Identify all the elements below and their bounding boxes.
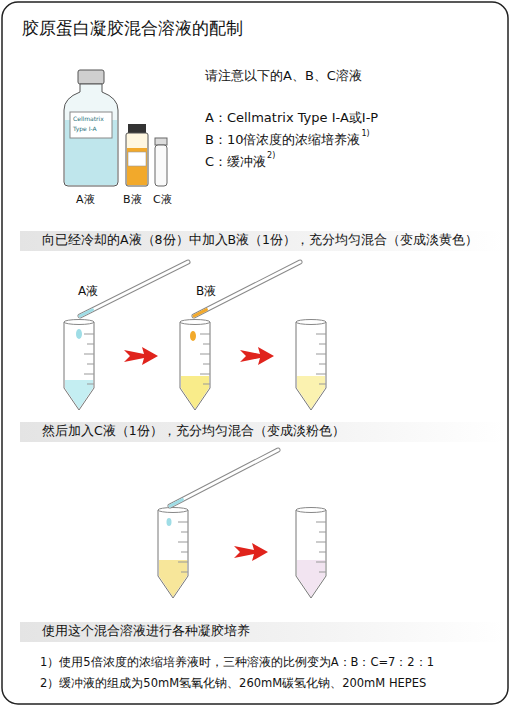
- tube-liquid: [159, 560, 187, 597]
- graduation: [181, 532, 188, 533]
- bottle-b: [126, 124, 148, 186]
- label: B：10倍浓度的浓缩培养液: [205, 132, 360, 148]
- graduation: [87, 364, 94, 365]
- pipette: [170, 450, 278, 506]
- drop: [76, 329, 82, 339]
- graduation: [319, 344, 326, 345]
- graduation: [181, 572, 188, 573]
- step-text: 然后加入C液（1份），充分均匀混合（变成淡粉色）: [42, 423, 497, 438]
- tube-outline: [64, 322, 94, 410]
- test-tube: [64, 320, 94, 411]
- test-tube: [296, 508, 326, 599]
- pipette-edge: [194, 262, 300, 316]
- graduation: [84, 334, 94, 335]
- bottle-label: Type Ⅰ-A: [73, 125, 97, 132]
- tube-body: [158, 510, 188, 598]
- graduation: [316, 542, 326, 543]
- tube-body: [64, 322, 94, 410]
- tube-rim: [296, 508, 326, 513]
- label: A液: [78, 284, 98, 298]
- graduation: [200, 374, 210, 375]
- test-tube: [158, 508, 188, 599]
- graduation: [200, 334, 210, 335]
- tube-rim: [64, 320, 94, 325]
- tube-body: [296, 322, 326, 410]
- pipette-liquid: [170, 500, 182, 506]
- graduation: [316, 334, 326, 335]
- tube-body: [180, 322, 210, 410]
- graduation: [203, 364, 210, 365]
- graduation: [203, 384, 210, 385]
- graduation: [181, 552, 188, 553]
- graduation: [178, 542, 188, 543]
- tube-liquid: [181, 376, 209, 409]
- pipette-liquid: [80, 310, 93, 316]
- graduation: [84, 374, 94, 375]
- label: A液: [76, 193, 95, 206]
- step-band: 然后加入C液（1份），充分均匀混合（变成淡粉色）: [20, 422, 505, 442]
- step-band: 向已经冷却的A液（8份）中加入B液（1份），充分均匀混合（变成淡黄色）: [20, 231, 505, 251]
- label: B液: [196, 284, 216, 298]
- test-tube: [296, 320, 326, 411]
- drop: [190, 331, 196, 341]
- vial-c: [155, 138, 167, 186]
- red-arrow: [124, 347, 158, 365]
- graduation: [319, 384, 326, 385]
- tube-liquid: [65, 380, 93, 409]
- label: A：Cellmatrix Type Ⅰ-A或Ⅰ-P: [205, 110, 378, 126]
- graduation: [316, 522, 326, 523]
- tube-body: [296, 510, 326, 598]
- tube-rim: [180, 320, 210, 325]
- tube-outline: [158, 510, 188, 598]
- test-tube: [180, 320, 210, 411]
- drop: [167, 518, 172, 526]
- pipette-liquid: [194, 310, 206, 316]
- graduation: [178, 522, 188, 523]
- graduation: [319, 364, 326, 365]
- label: 1）使用5倍浓度的浓缩培养液时，三种溶液的比例变为A：B：C=7：2：1: [40, 656, 434, 670]
- tube-outline: [296, 510, 326, 598]
- graduation: [178, 562, 188, 563]
- graduation: [316, 562, 326, 563]
- graduation: [84, 354, 94, 355]
- tube-rim: [296, 320, 326, 325]
- step-band: 使用这个混合溶液进行各种凝胶培养: [20, 622, 505, 642]
- label: C：缓冲液: [205, 154, 266, 170]
- step-text: 使用这个混合溶液进行各种凝胶培养: [42, 623, 497, 638]
- red-arrow: [240, 347, 274, 365]
- tube-rim: [158, 508, 188, 513]
- graduation: [316, 354, 326, 355]
- graduation: [203, 344, 210, 345]
- graduation: [87, 384, 94, 385]
- tube-liquid: [297, 560, 325, 597]
- bottle-label: Cellmatrix: [73, 115, 104, 122]
- graduation: [319, 572, 326, 573]
- tube-liquid: [297, 376, 325, 409]
- page-title: 胶原蛋白凝胶混合溶液的配制: [22, 18, 243, 38]
- label: 请注意以下的A、B、C溶液: [205, 68, 362, 84]
- footnote-mark: 2): [267, 151, 275, 161]
- footnote-mark: 1): [361, 129, 369, 139]
- pipette-core: [194, 262, 300, 316]
- label: C液: [153, 193, 172, 206]
- step-text: 向已经冷却的A液（8份）中加入B液（1份），充分均匀混合（变成淡黄色）: [42, 232, 497, 247]
- graduation: [319, 532, 326, 533]
- label: 2）缓冲液的组成为50mM氢氧化钠、260mM碳氢化钠、200mM HEPES: [40, 677, 426, 691]
- label: B液: [123, 193, 142, 206]
- pipette: [194, 262, 300, 316]
- pipette-edge: [170, 450, 278, 506]
- graduation: [316, 374, 326, 375]
- tube-outline: [296, 322, 326, 410]
- graduation: [200, 354, 210, 355]
- graduation: [87, 344, 94, 345]
- tube-outline: [180, 322, 210, 410]
- bottle-a: [64, 70, 118, 186]
- red-arrow: [234, 543, 268, 561]
- pipette-core: [170, 450, 278, 506]
- graduation: [319, 552, 326, 553]
